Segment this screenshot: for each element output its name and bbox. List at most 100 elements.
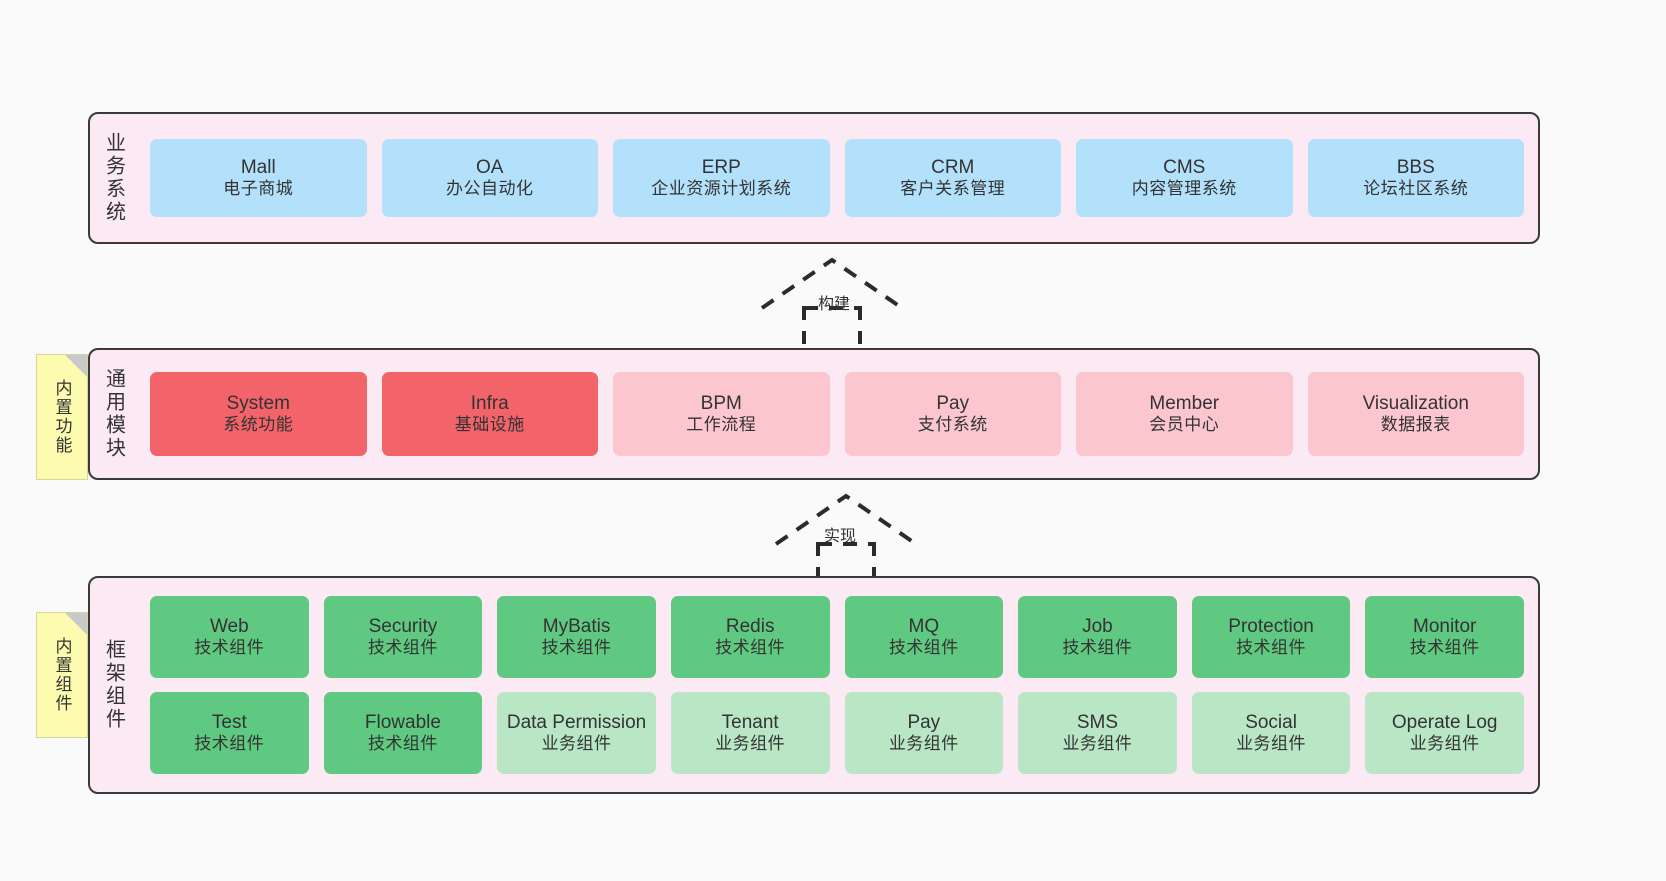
node-member[interactable]: Member 会员中心 xyxy=(1076,372,1293,456)
node-crm-title: CRM xyxy=(931,157,975,179)
node-system-subtitle: 系统功能 xyxy=(223,415,294,435)
node-social[interactable]: Social 业务组件 xyxy=(1191,692,1351,774)
node-redis-subtitle: 技术组件 xyxy=(715,638,786,658)
node-member-title: Member xyxy=(1149,393,1220,415)
node-monitor-subtitle: 技术组件 xyxy=(1409,638,1480,658)
node-security[interactable]: Security 技术组件 xyxy=(323,596,483,678)
node-pay-component-title: Pay xyxy=(907,712,941,734)
node-web-title: Web xyxy=(209,616,249,638)
node-bpm-title: BPM xyxy=(700,393,742,415)
node-tenant-subtitle: 业务组件 xyxy=(715,734,786,754)
node-monitor[interactable]: Monitor 技术组件 xyxy=(1365,596,1524,678)
node-sms[interactable]: SMS 业务组件 xyxy=(1018,692,1177,774)
framework-business-row: Test 技术组件 Flowable 技术组件 Data Permission … xyxy=(150,692,1524,774)
node-protection-title: Protection xyxy=(1228,616,1314,638)
note-builtin-components: 内置组件 xyxy=(36,612,88,738)
node-data-permission-subtitle: 业务组件 xyxy=(541,734,612,754)
node-cms-subtitle: 内容管理系统 xyxy=(1131,179,1237,199)
node-monitor-title: Monitor xyxy=(1413,616,1477,638)
layer-framework-body: Web 技术组件 Security 技术组件 MyBatis 技术组件 Redi… xyxy=(136,578,1538,792)
node-visualization[interactable]: Visualization 数据报表 xyxy=(1307,372,1524,456)
node-data-permission[interactable]: Data Permission 业务组件 xyxy=(497,692,656,774)
node-pay-module-subtitle: 支付系统 xyxy=(917,415,988,435)
connector-build-label: 构建 xyxy=(818,296,851,313)
node-redis[interactable]: Redis 技术组件 xyxy=(670,596,830,678)
node-flowable-title: Flowable xyxy=(364,712,441,734)
layer-business-title: 业务系统 xyxy=(102,132,125,224)
node-cms[interactable]: CMS 内容管理系统 xyxy=(1076,139,1293,217)
node-web[interactable]: Web 技术组件 xyxy=(150,596,309,678)
node-flowable-subtitle: 技术组件 xyxy=(367,734,438,754)
node-mybatis-subtitle: 技术组件 xyxy=(541,638,612,658)
layer-framework-title: 框架组件 xyxy=(102,639,125,731)
node-job-subtitle: 技术组件 xyxy=(1062,638,1133,658)
node-bbs-subtitle: 论坛社区系统 xyxy=(1363,179,1469,199)
node-test-subtitle: 技术组件 xyxy=(194,734,265,754)
node-operate-log-title: Operate Log xyxy=(1391,712,1498,734)
node-bpm-subtitle: 工作流程 xyxy=(686,415,757,435)
layer-modules-body: System 系统功能 Infra 基础设施 BPM 工作流程 Pay 支付系统… xyxy=(136,350,1538,478)
node-flowable[interactable]: Flowable 技术组件 xyxy=(323,692,483,774)
node-data-permission-title: Data Permission xyxy=(506,712,647,734)
node-tenant[interactable]: Tenant 业务组件 xyxy=(670,692,830,774)
node-sms-subtitle: 业务组件 xyxy=(1062,734,1133,754)
node-bpm[interactable]: BPM 工作流程 xyxy=(613,372,830,456)
note-builtin-functions: 内置功能 xyxy=(36,354,88,480)
connector-implement-label: 实现 xyxy=(824,528,857,545)
modules-node-row: System 系统功能 Infra 基础设施 BPM 工作流程 Pay 支付系统… xyxy=(150,372,1524,456)
node-visualization-subtitle: 数据报表 xyxy=(1380,415,1451,435)
node-test-title: Test xyxy=(211,712,247,734)
node-oa-subtitle: 办公自动化 xyxy=(446,179,534,199)
node-mall-subtitle: 电子商城 xyxy=(223,179,294,199)
layer-modules-title: 通用模块 xyxy=(102,368,125,460)
node-visualization-title: Visualization xyxy=(1362,393,1469,415)
node-mall-title: Mall xyxy=(240,157,276,179)
framework-tech-row: Web 技术组件 Security 技术组件 MyBatis 技术组件 Redi… xyxy=(150,596,1524,678)
node-infra-subtitle: 基础设施 xyxy=(454,415,525,435)
node-pay-component[interactable]: Pay 业务组件 xyxy=(844,692,1004,774)
node-mq-subtitle: 技术组件 xyxy=(888,638,959,658)
node-erp-title: ERP xyxy=(701,157,741,179)
node-infra[interactable]: Infra 基础设施 xyxy=(381,372,598,456)
layer-business-systems: 业务系统 Mall 电子商城 OA 办公自动化 ERP 企业资源计划系统 CRM… xyxy=(88,112,1540,244)
node-security-title: Security xyxy=(368,616,438,638)
node-mall[interactable]: Mall 电子商城 xyxy=(150,139,367,217)
layer-business-body: Mall 电子商城 OA 办公自动化 ERP 企业资源计划系统 CRM 客户关系… xyxy=(136,114,1538,242)
node-mq-title: MQ xyxy=(908,616,940,638)
node-erp-subtitle: 企业资源计划系统 xyxy=(651,179,792,199)
node-sms-title: SMS xyxy=(1076,712,1119,734)
business-node-row: Mall 电子商城 OA 办公自动化 ERP 企业资源计划系统 CRM 客户关系… xyxy=(150,139,1524,217)
node-bbs-title: BBS xyxy=(1396,157,1435,179)
node-bbs[interactable]: BBS 论坛社区系统 xyxy=(1307,139,1524,217)
node-crm[interactable]: CRM 客户关系管理 xyxy=(844,139,1061,217)
node-web-subtitle: 技术组件 xyxy=(194,638,265,658)
node-system[interactable]: System 系统功能 xyxy=(150,372,367,456)
node-redis-title: Redis xyxy=(725,616,775,638)
node-mybatis-title: MyBatis xyxy=(542,616,611,638)
node-erp[interactable]: ERP 企业资源计划系统 xyxy=(613,139,830,217)
node-infra-title: Infra xyxy=(470,393,509,415)
node-social-title: Social xyxy=(1245,712,1297,734)
node-oa[interactable]: OA 办公自动化 xyxy=(381,139,598,217)
node-job-title: Job xyxy=(1082,616,1113,638)
node-system-title: System xyxy=(226,393,290,415)
node-protection[interactable]: Protection 技术组件 xyxy=(1191,596,1351,678)
node-test[interactable]: Test 技术组件 xyxy=(150,692,309,774)
layer-framework-components: 框架组件 Web 技术组件 Security 技术组件 MyBatis 技术组件… xyxy=(88,576,1540,794)
node-job[interactable]: Job 技术组件 xyxy=(1018,596,1177,678)
node-mybatis[interactable]: MyBatis 技术组件 xyxy=(497,596,656,678)
node-tenant-title: Tenant xyxy=(721,712,779,734)
node-operate-log-subtitle: 业务组件 xyxy=(1409,734,1480,754)
node-mq[interactable]: MQ 技术组件 xyxy=(844,596,1004,678)
layer-common-modules: 通用模块 System 系统功能 Infra 基础设施 BPM 工作流程 Pay… xyxy=(88,348,1540,480)
node-pay-component-subtitle: 业务组件 xyxy=(888,734,959,754)
node-social-subtitle: 业务组件 xyxy=(1236,734,1307,754)
node-operate-log[interactable]: Operate Log 业务组件 xyxy=(1365,692,1524,774)
node-oa-title: OA xyxy=(476,157,504,179)
node-protection-subtitle: 技术组件 xyxy=(1236,638,1307,658)
node-pay-module-title: Pay xyxy=(936,393,970,415)
node-pay-module[interactable]: Pay 支付系统 xyxy=(844,372,1061,456)
node-security-subtitle: 技术组件 xyxy=(367,638,438,658)
node-member-subtitle: 会员中心 xyxy=(1149,415,1220,435)
